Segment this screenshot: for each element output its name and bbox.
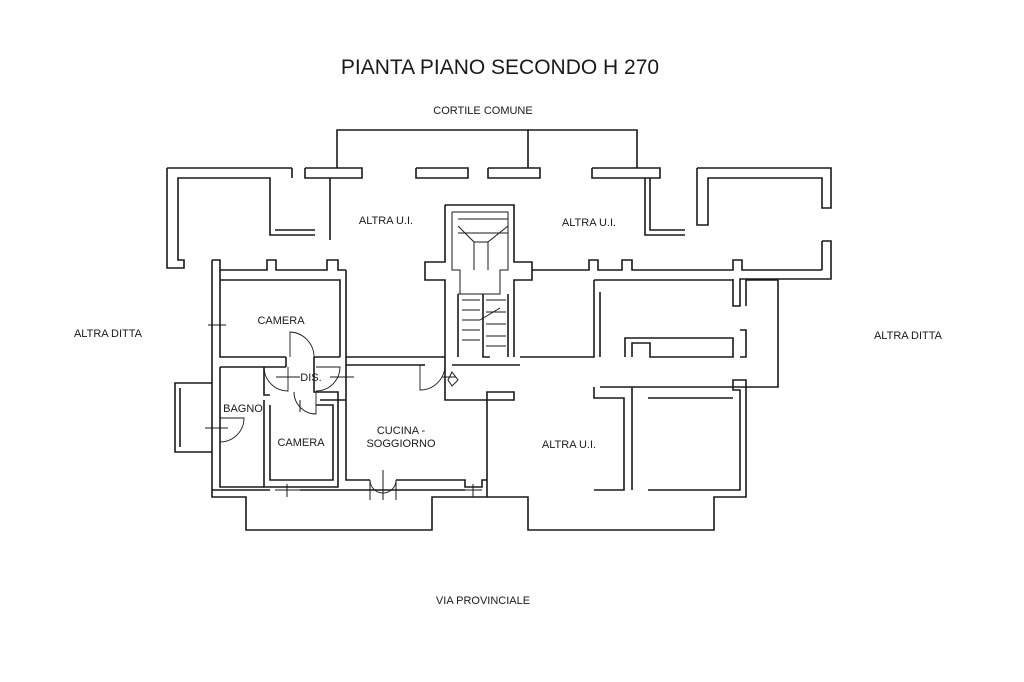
room-label-other-unit-se: ALTRA U.I. [542, 439, 596, 451]
room-label-camera-1: CAMERA [257, 315, 305, 327]
plan-title: PIANTA PIANO SECONDO H 270 [341, 56, 659, 79]
room-label-camera-2: CAMERA [277, 437, 325, 449]
room-label-bagno: BAGNO [223, 403, 263, 415]
room-label-other-unit-ne: ALTRA U.I. [562, 217, 616, 229]
label-south: VIA PROVINCIALE [436, 595, 530, 607]
room-label-disimpegno: DIS. [300, 372, 321, 384]
walls-east-block [520, 259, 822, 491]
label-east: ALTRA DITTA [874, 330, 943, 342]
window-marks [205, 316, 482, 497]
label-north: CORTILE COMUNE [433, 105, 532, 117]
room-label-other-unit-nw: ALTRA U.I. [359, 215, 413, 227]
room-label-cucina-line2: SOGGIORNO [366, 438, 436, 450]
door-swings [219, 331, 446, 500]
walls-north-block [166, 129, 832, 307]
room-label-cucina-line1: CUCINA - [377, 425, 426, 437]
walls-stair-core [420, 204, 533, 497]
label-west: ALTRA DITTA [74, 328, 143, 340]
staircase [451, 211, 509, 347]
